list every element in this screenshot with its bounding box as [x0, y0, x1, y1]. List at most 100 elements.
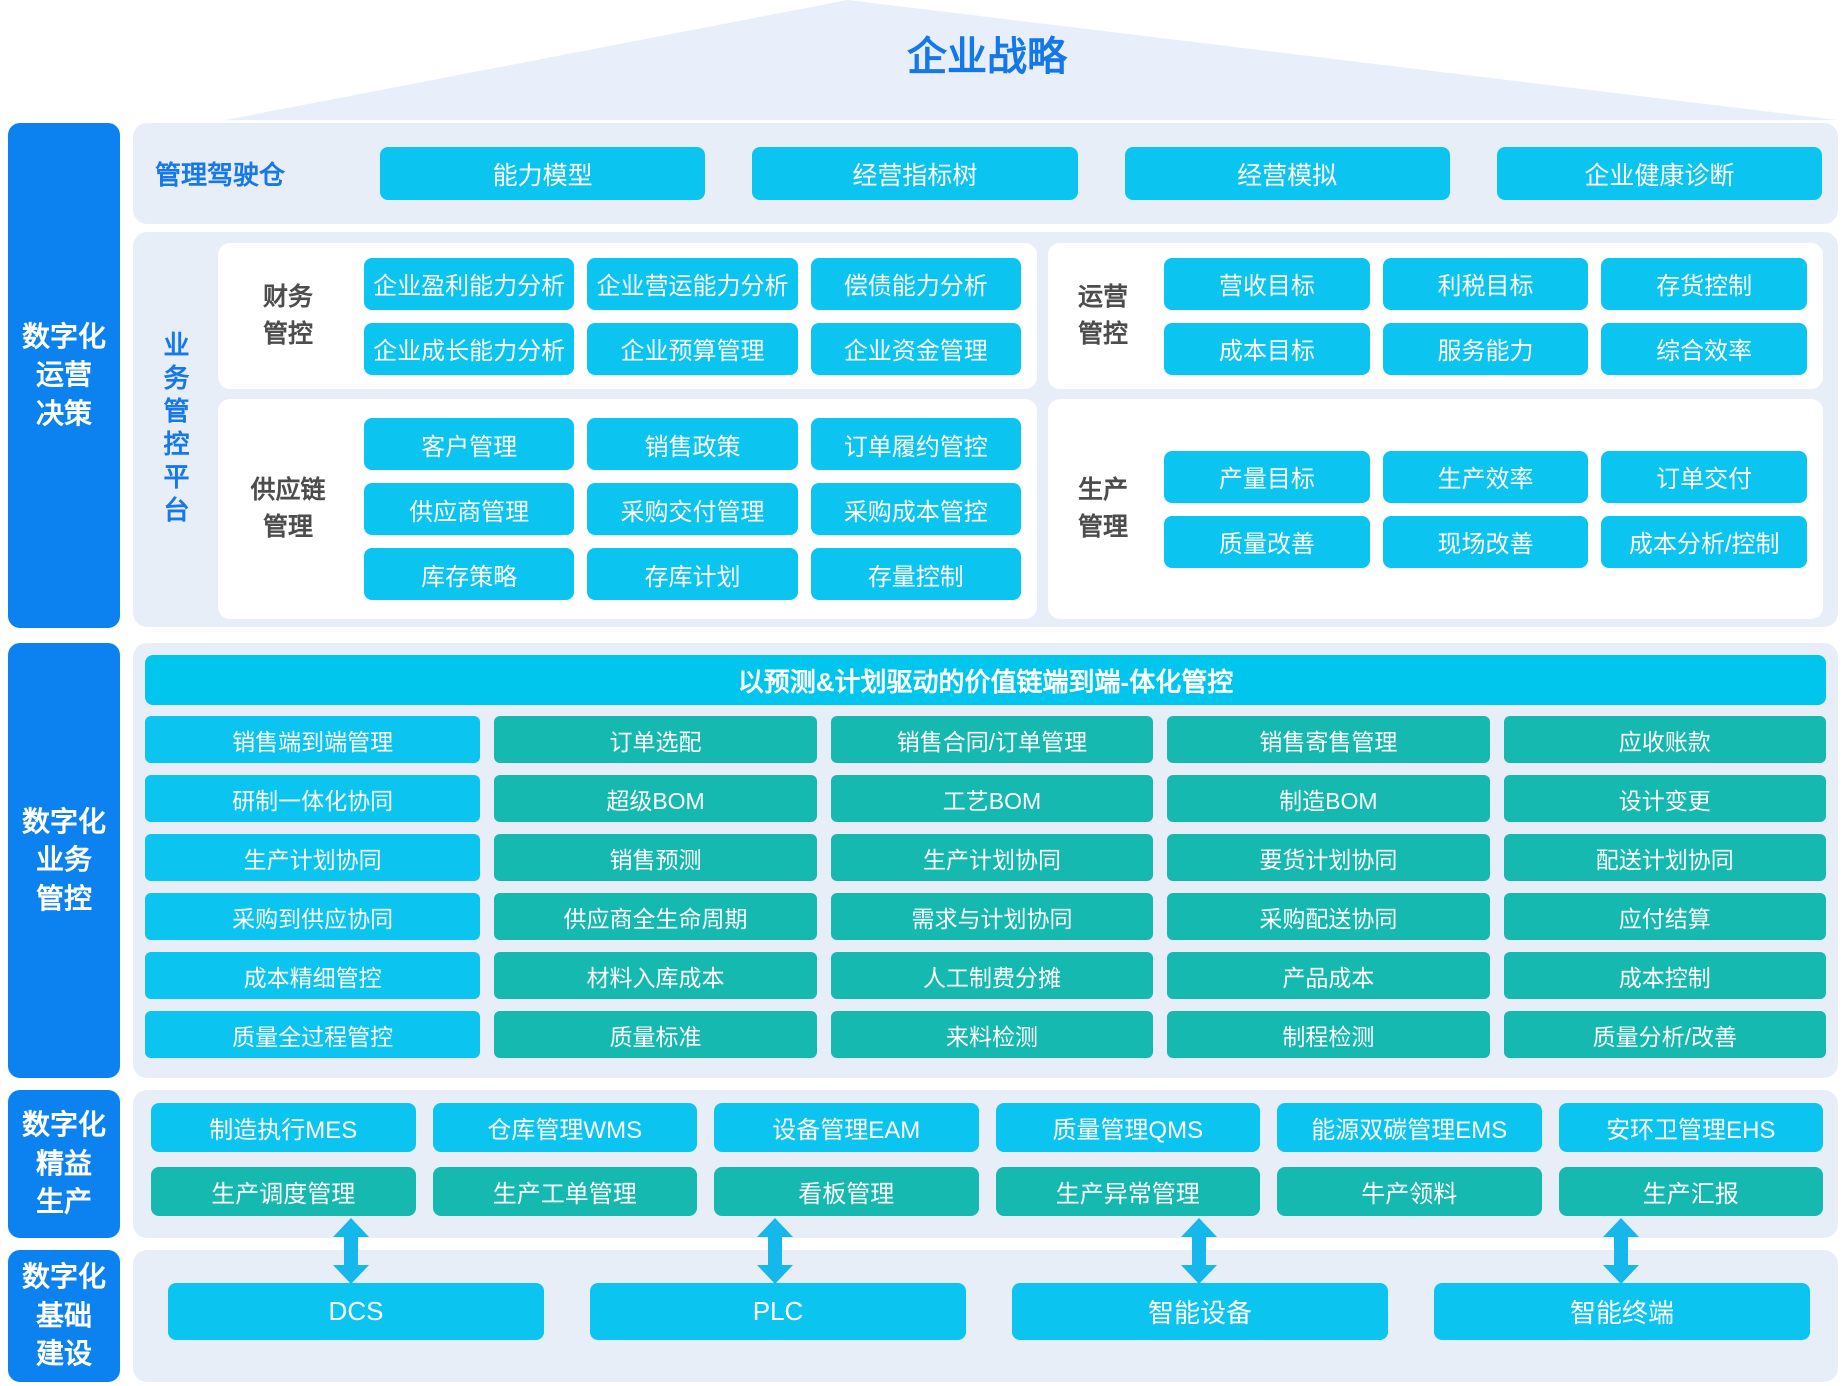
operation-grid: 营收目标 利税目标 存货控制 成本目标 服务能力 综合效率	[1158, 243, 1823, 389]
diagram-node: 来料检测	[830, 1011, 1154, 1058]
diagram-node: 质量标准	[494, 1011, 817, 1058]
cockpit-panel: 管理驾驶仓 能力模型 经营指标树 经营模拟 企业健康诊断	[133, 123, 1838, 224]
supply-chain-label: 供应链 管理	[250, 475, 326, 542]
diagram-node: 生产汇报	[1558, 1167, 1823, 1216]
production-management-label: 生产 管理	[1077, 475, 1128, 542]
diagram-node: 生产计划协同	[830, 834, 1154, 881]
platform-cards: 财务 管控 企业盈利能力分析 企业营运能力分析 偿债能力分析 企业成长能力分析 …	[218, 243, 1823, 619]
diagram-node: 应收账款	[1503, 716, 1826, 763]
diagram-node: 订单履约管控	[810, 418, 1021, 470]
diagram-node: 销售寄售管理	[1167, 716, 1490, 763]
diagram-node: 超级BOM	[494, 775, 817, 822]
platform-label: 业务管控平台	[160, 330, 190, 529]
diagram-node: 营收目标	[1164, 257, 1370, 310]
cockpit-label: 管理驾驶仓	[155, 160, 286, 190]
diagram-node: 销售端到端管理	[145, 716, 481, 763]
diagram-node: PLC	[590, 1283, 966, 1340]
diagram-node: 成本精细管控	[145, 952, 481, 999]
diagram-node: 采购成本管控	[810, 483, 1021, 535]
diagram-node: 要货计划协同	[1167, 834, 1490, 881]
diagram-node: 销售合同/订单管理	[830, 716, 1154, 763]
diagram-node: 质量分析/改善	[1503, 1011, 1826, 1058]
diagram-node: 生产计划协同	[145, 834, 481, 881]
diagram-node: 存货控制	[1601, 257, 1807, 310]
diagram-node: 设计变更	[1503, 775, 1826, 822]
diagram-node: 企业预算管理	[587, 322, 798, 375]
diagram-node: 生产异常管理	[995, 1167, 1260, 1216]
diagram-node: 采购交付管理	[587, 483, 798, 535]
diagram-node: 存量控制	[810, 548, 1021, 600]
operation-control-card: 运营 管控 营收目标 利税目标 存货控制 成本目标 服务能力 综合效率	[1048, 243, 1823, 389]
diagram-node: 需求与计划协同	[830, 893, 1154, 940]
diagram-node: 智能设备	[1012, 1283, 1388, 1340]
diagram-node: 库存策略	[364, 548, 575, 600]
diagram-node: 制造BOM	[1167, 775, 1490, 822]
diagram-node: 经营模拟	[1124, 147, 1450, 200]
business-control-panel: 以预测&计划驱动的价值链端到端-体化管控 销售端到端管理 订单选配 销售合同/订…	[133, 643, 1838, 1078]
diagram-node: 研制一体化协同	[145, 775, 481, 822]
diagram-node: 供应商全生命周期	[494, 893, 817, 940]
diagram-node: 生产工单管理	[432, 1167, 697, 1216]
diagram-node: 制造执行MES	[151, 1103, 416, 1152]
diagram-node: 存库计划	[587, 548, 798, 600]
platform-panel: 业务管控平台 财务 管控 企业盈利能力分析 企业营运能力分析 偿债能力分析 企业…	[133, 232, 1838, 627]
diagram-node: 材料入库成本	[494, 952, 817, 999]
value-chain-header: 以预测&计划驱动的价值链端到端-体化管控	[145, 655, 1826, 705]
diagram-node: 服务能力	[1382, 322, 1589, 375]
strategy-title: 企业战略	[907, 35, 1067, 79]
diagram-node: 仓库管理WMS	[432, 1103, 697, 1152]
sidebar-section-infrastructure: 数字化 基础 建设	[8, 1250, 120, 1382]
finance-control-label: 财务 管控	[262, 282, 313, 349]
diagram-node: 配送计划协同	[1503, 834, 1826, 881]
business-control-grid: 销售端到端管理 订单选配 销售合同/订单管理 销售寄售管理 应收账款 研制一体化…	[145, 716, 1826, 1058]
diagram-node: 经营指标树	[752, 147, 1078, 200]
diagram-node: 订单交付	[1601, 450, 1807, 503]
diagram-node: 安环卫管理EHS	[1558, 1103, 1823, 1152]
diagram-node: 企业资金管理	[810, 322, 1021, 375]
diagram-node: 企业成长能力分析	[364, 322, 575, 375]
diagram-node: 生产调度管理	[151, 1167, 416, 1216]
diagram-node: 质量管理QMS	[995, 1103, 1260, 1152]
diagram-node: 制程检测	[1167, 1011, 1490, 1058]
diagram-node: 成本控制	[1503, 952, 1826, 999]
diagram-node: 采购到供应协同	[145, 893, 481, 940]
finance-control-card: 财务 管控 企业盈利能力分析 企业营运能力分析 偿债能力分析 企业成长能力分析 …	[218, 243, 1037, 389]
production-grid: 产量目标 生产效率 订单交付 质量改善 现场改善 成本分析/控制	[1158, 399, 1823, 619]
diagram-node: 现场改善	[1382, 515, 1589, 568]
diagram-node: 综合效率	[1601, 322, 1807, 375]
diagram-node: 销售政策	[587, 418, 798, 470]
diagram-node: 工艺BOM	[830, 775, 1154, 822]
diagram-node: 客户管理	[364, 418, 575, 470]
diagram-node: 智能终端	[1434, 1283, 1810, 1340]
sidebar-section-business-control: 数字化 业务 管控	[8, 643, 120, 1078]
diagram-node: 产品成本	[1167, 952, 1490, 999]
diagram-node: 企业营运能力分析	[587, 257, 798, 310]
operation-control-label: 运营 管控	[1077, 282, 1128, 349]
diagram-node: 利税目标	[1382, 257, 1589, 310]
diagram-node: 订单选配	[494, 716, 817, 763]
up-down-arrow	[333, 1218, 369, 1284]
diagram-node: 生产效率	[1382, 450, 1589, 503]
diagram-node: 企业盈利能力分析	[364, 257, 575, 310]
supply-chain-card: 供应链 管理 客户管理 销售政策 订单履约管控 供应商管理 采购交付管理 采购成…	[218, 399, 1037, 619]
diagram-node: 质量全过程管控	[145, 1011, 481, 1058]
infrastructure-panel: DCS PLC 智能设备 智能终端	[133, 1250, 1838, 1382]
up-down-arrow	[757, 1218, 793, 1284]
production-management-card: 生产 管理 产量目标 生产效率 订单交付 质量改善 现场改善 成本分析/控制	[1048, 399, 1823, 619]
strategy-roof: 企业战略	[133, 0, 1838, 120]
diagram-node: 人工制费分摊	[830, 952, 1154, 999]
lean-production-grid: 制造执行MES 仓库管理WMS 设备管理EAM 质量管理QMS 能源双碳管理EM…	[151, 1103, 1823, 1216]
diagram-node: 供应商管理	[364, 483, 575, 535]
up-down-arrow	[1181, 1218, 1217, 1284]
diagram-node: 能源双碳管理EMS	[1277, 1103, 1542, 1152]
supply-chain-grid: 客户管理 销售政策 订单履约管控 供应商管理 采购交付管理 采购成本管控 库存策…	[358, 399, 1037, 619]
lean-production-panel: 制造执行MES 仓库管理WMS 设备管理EAM 质量管理QMS 能源双碳管理EM…	[133, 1090, 1838, 1238]
diagram-node: 偿债能力分析	[810, 257, 1021, 310]
diagram-node: 企业健康诊断	[1496, 147, 1822, 200]
diagram-node: 看板管理	[714, 1167, 979, 1216]
up-down-arrow	[1603, 1218, 1639, 1284]
sidebar-section-operations-decision: 数字化 运营 决策	[8, 123, 120, 628]
diagram-node: 成本目标	[1164, 322, 1370, 375]
sidebar-section-lean-production: 数字化 精益 生产	[8, 1090, 120, 1238]
